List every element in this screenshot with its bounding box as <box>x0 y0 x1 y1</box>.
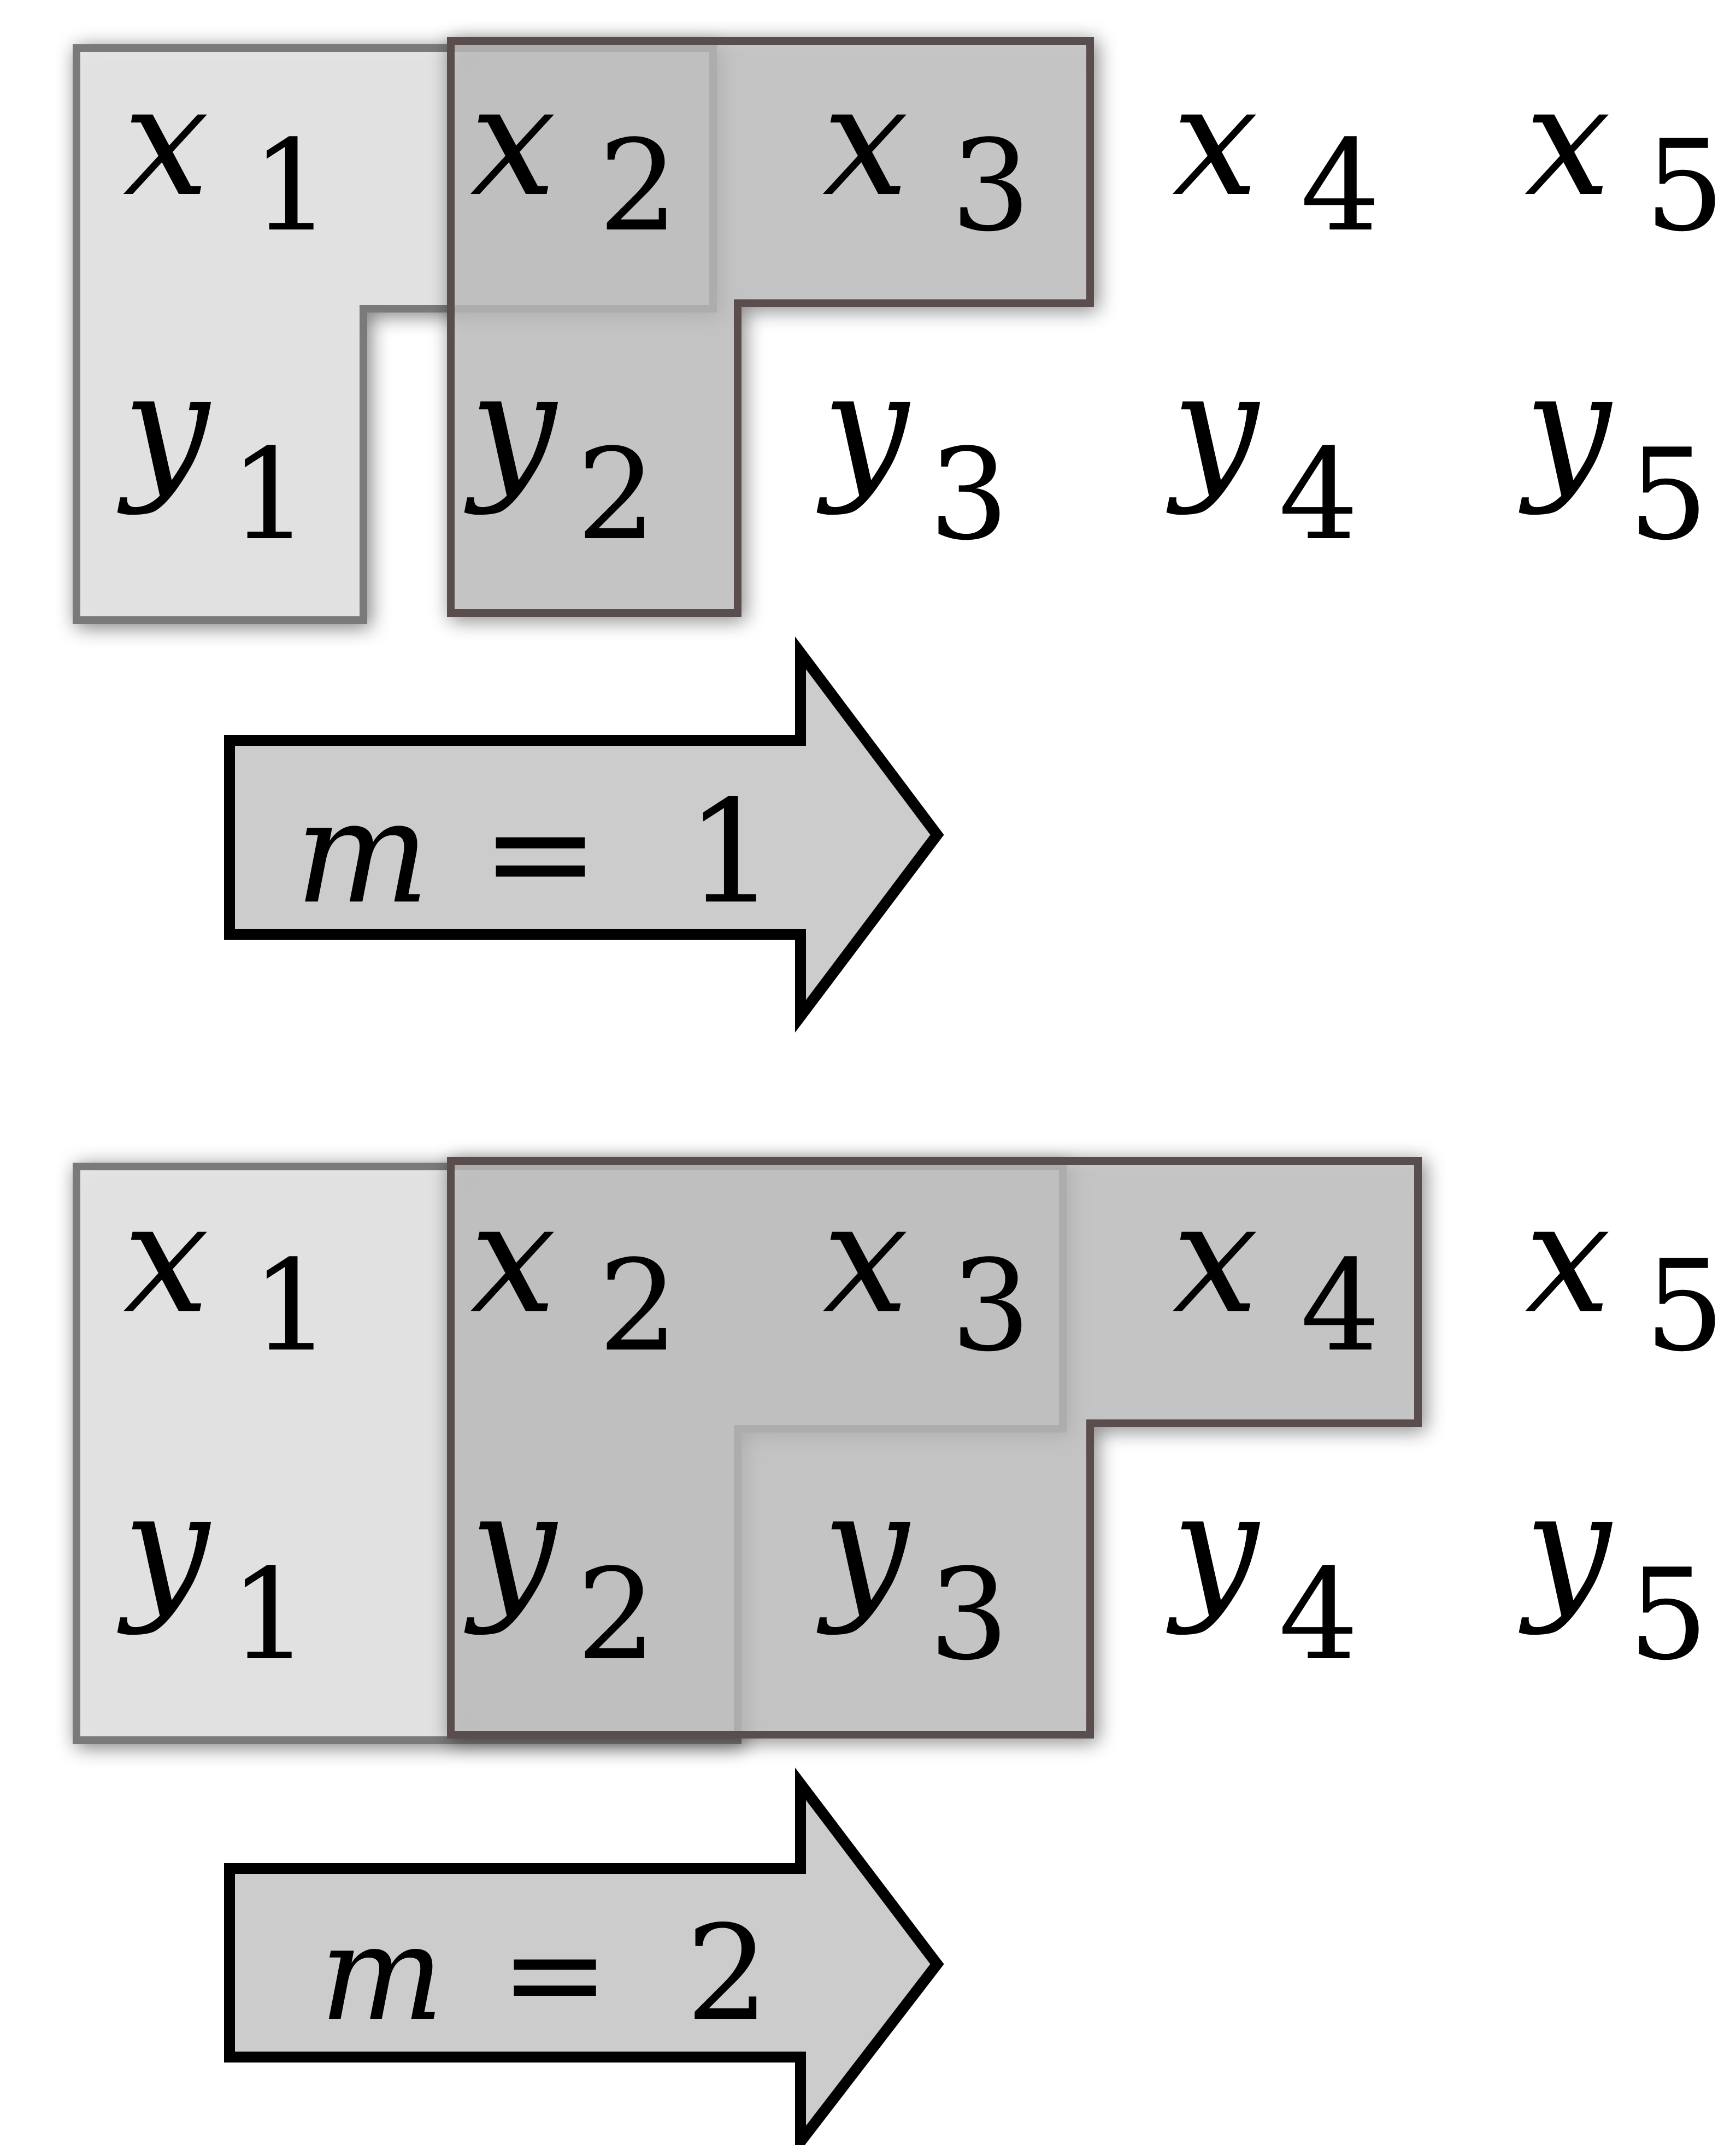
svg-text:x: x <box>470 1170 556 1348</box>
svg-text:y: y <box>116 339 211 517</box>
svg-text:y: y <box>1165 339 1261 517</box>
var-x2-panel-2: x 2 <box>470 1170 678 1380</box>
arrow-label-op: = <box>481 770 600 935</box>
arrow-label-value: 2 <box>686 1897 769 2050</box>
var-x4-panel-1: x 4 <box>1172 52 1380 260</box>
svg-text:5: 5 <box>1645 114 1725 260</box>
var-x5-panel-1: x 5 <box>1525 52 1725 260</box>
svg-text:x: x <box>1172 52 1258 231</box>
svg-text:3: 3 <box>951 1234 1031 1380</box>
y-row-panel-2: y 1 y 2 y 3 y 4 y 5 <box>116 1459 1708 1688</box>
arrow-label-var: m <box>295 770 430 935</box>
panel-1: x 1 x 2 x 3 x 4 x 5 y 1 <box>73 37 1725 1033</box>
svg-text:x: x <box>123 52 209 231</box>
var-x3-panel-1: x 3 <box>822 52 1031 260</box>
var-x1-panel-1: x 1 <box>123 52 331 260</box>
svg-text:x: x <box>470 52 556 231</box>
var-y5-panel-1: y 5 <box>1517 339 1708 568</box>
svg-text:y: y <box>1165 1459 1261 1637</box>
x-row-panel-1: x 1 x 2 x 3 x 4 x 5 <box>123 52 1725 260</box>
svg-text:1: 1 <box>251 1234 331 1380</box>
var-x3-panel-2: x 3 <box>822 1170 1031 1380</box>
svg-text:y: y <box>463 339 558 517</box>
var-y5-panel-2: y 5 <box>1517 1459 1708 1688</box>
arrow-label-var: m <box>320 1897 444 2050</box>
svg-text:1: 1 <box>229 1542 309 1688</box>
arrow-label-op: = <box>500 1897 610 2050</box>
svg-text:2: 2 <box>576 1542 656 1688</box>
svg-text:5: 5 <box>1628 1542 1708 1688</box>
svg-text:2: 2 <box>598 114 678 260</box>
svg-text:4: 4 <box>1279 422 1358 568</box>
right-arrow-icon <box>224 637 944 1033</box>
var-x1-panel-2: x 1 <box>123 1170 331 1380</box>
window-dark-panel-2 <box>447 1157 1422 1739</box>
svg-text:3: 3 <box>951 114 1031 260</box>
svg-text:4: 4 <box>1279 1542 1358 1688</box>
window-dark-panel-1 <box>447 37 1094 617</box>
svg-text:y: y <box>1517 1459 1613 1637</box>
var-y2-panel-1: y 2 <box>463 339 656 568</box>
arrow-label-value: 1 <box>686 770 776 935</box>
svg-text:5: 5 <box>1645 1234 1725 1380</box>
y-row-panel-1: y 1 y 2 y 3 y 4 y 5 <box>116 339 1708 568</box>
var-y1-panel-2: y 1 <box>116 1459 309 1688</box>
svg-text:x: x <box>1525 52 1611 231</box>
svg-text:x: x <box>822 1170 909 1348</box>
panel-2: x 1 x 2 x 3 x 4 x 5 y 1 <box>73 1157 1725 2145</box>
svg-text:x: x <box>123 1170 209 1348</box>
var-y4-panel-1: y 4 <box>1165 339 1358 568</box>
arrow-panel-1: m = 1 <box>224 637 944 1033</box>
var-x4-panel-2: x 4 <box>1172 1170 1380 1380</box>
svg-text:3: 3 <box>929 422 1009 568</box>
svg-text:1: 1 <box>229 422 309 568</box>
svg-text:1: 1 <box>251 114 331 260</box>
right-arrow-icon <box>224 1767 944 2145</box>
svg-text:x: x <box>1525 1170 1611 1348</box>
svg-text:y: y <box>815 339 911 517</box>
var-y4-panel-2: y 4 <box>1165 1459 1358 1688</box>
var-x5-panel-2: x 5 <box>1525 1170 1725 1380</box>
svg-text:5: 5 <box>1628 422 1708 568</box>
var-y1-panel-1: y 1 <box>116 339 309 568</box>
var-y3-panel-2: y 3 <box>815 1459 1009 1688</box>
svg-text:y: y <box>815 1459 911 1637</box>
svg-text:x: x <box>1172 1170 1258 1348</box>
svg-text:y: y <box>1517 339 1613 517</box>
arrow-panel-2: m = 2 <box>224 1767 944 2145</box>
var-y3-panel-1: y 3 <box>815 339 1009 568</box>
svg-text:3: 3 <box>929 1542 1009 1688</box>
svg-text:y: y <box>463 1459 558 1637</box>
x-row-panel-2: x 1 x 2 x 3 x 4 x 5 <box>123 1170 1725 1380</box>
svg-text:2: 2 <box>598 1234 678 1380</box>
svg-text:2: 2 <box>576 422 656 568</box>
svg-text:x: x <box>822 52 909 231</box>
var-x2-panel-1: x 2 <box>470 52 678 260</box>
svg-text:y: y <box>116 1459 211 1637</box>
var-y2-panel-2: y 2 <box>463 1459 656 1688</box>
svg-text:4: 4 <box>1300 114 1380 260</box>
svg-text:4: 4 <box>1300 1234 1380 1380</box>
